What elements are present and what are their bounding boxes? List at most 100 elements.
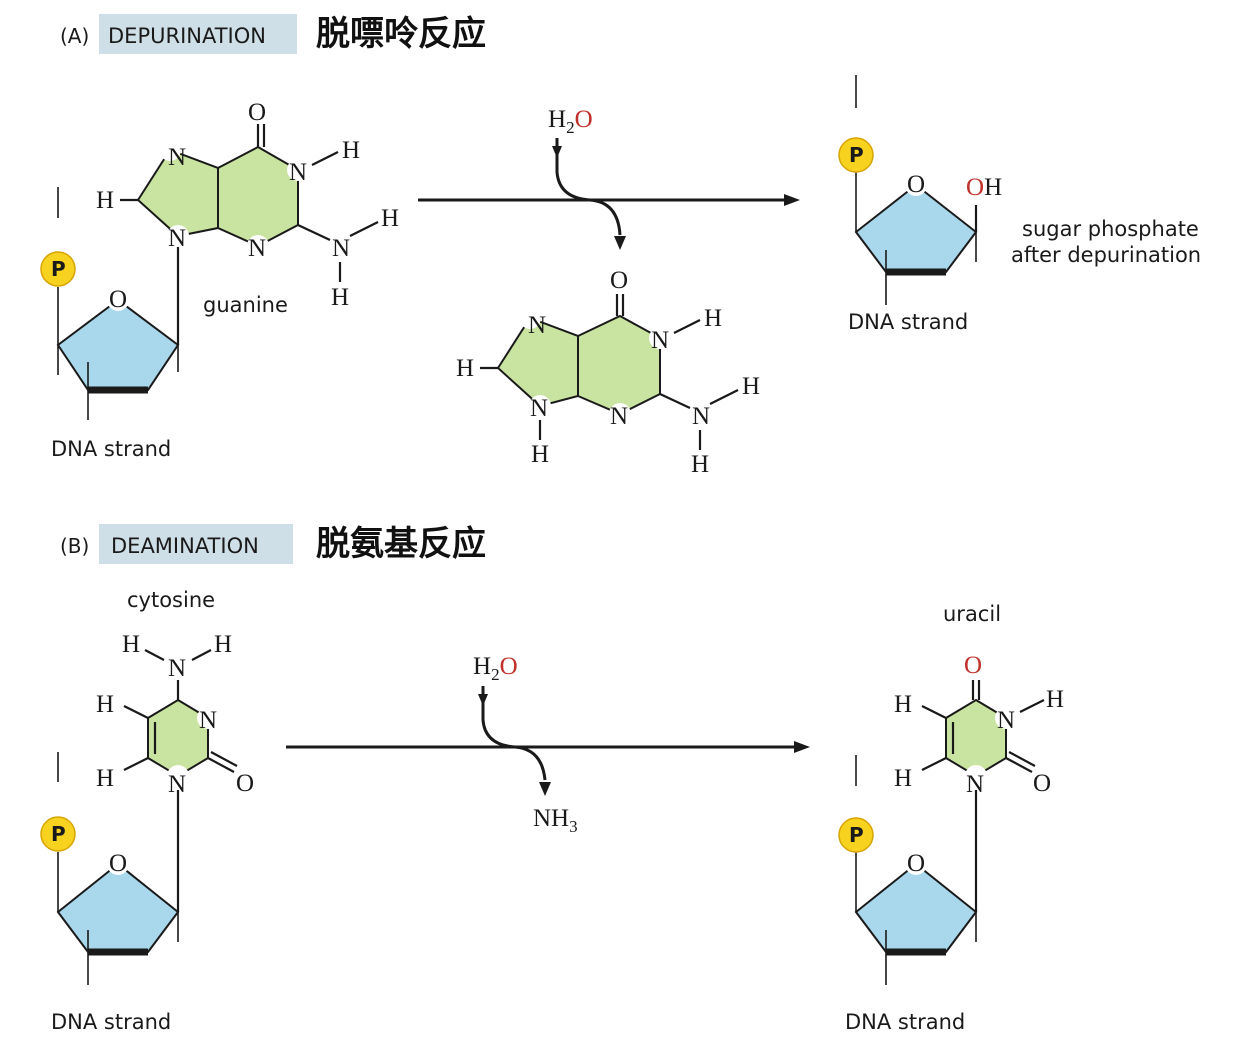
n7-nitrogen: N [168,144,186,171]
product-label-line2: after depurination [1011,243,1201,267]
phosphate-circle [40,816,76,852]
n1-nitrogen: N [966,771,984,798]
amine-bond [659,393,691,409]
n9-nitrogen: N [530,395,548,422]
phosphate-label: P [51,257,66,281]
n9-mask [529,395,551,417]
phosphate-label: P [51,822,66,846]
n1-nitrogen: N [289,159,307,186]
panel-b-strand-label: DNA strand [51,1010,171,1034]
water-label: H2O [473,653,518,684]
panel-b-product-strand-label: DNA strand [845,1010,965,1034]
phosphate-label: P [849,143,864,167]
c5-hydrogen: H [96,691,114,718]
n7-mask [159,139,181,161]
released-guanine: O N H N N H H N N H H [456,267,760,478]
n3-nitrogen: N [199,707,217,734]
amine-hydrogen: H [381,205,399,232]
n1-h-bond [311,151,339,166]
n3-mask [247,235,269,257]
amine-h-bond [144,649,165,661]
n1-h-bond [673,319,701,334]
amine-hydrogen: H [214,631,232,658]
n3-nitrogen: N [248,235,266,262]
panel-b-letter: (B) [60,534,89,558]
panel-b-cytosine-nucleotide: cytosine P O N N O N H H H H DNA strand [40,588,254,1034]
water-curved-arrow [481,686,547,781]
release-arrow-head [539,782,551,796]
n1-mask [649,327,671,349]
phosphate-circle [40,251,76,287]
ring-oxygen-mask [107,289,129,311]
n3-nitrogen: N [610,403,628,430]
n3-mask [995,707,1017,729]
c5-h-bond [921,705,947,719]
c5-hydrogen: H [894,691,912,718]
amine-h-bond [191,649,212,661]
panel-a-tag-box [99,14,297,54]
n3-h-bond [1019,699,1045,713]
panel-a-letter: (A) [60,24,89,48]
carbonyl-oxygen: O [610,267,628,294]
n3-mask [197,707,219,729]
uracil-label: uracil [943,602,1001,626]
water-curved-arrow [555,138,622,236]
phosphate-circle [838,137,874,173]
pyrimidine-ring [577,314,661,416]
pyrimidine-ring [217,145,299,248]
carbonyl-bond [207,757,235,773]
amine-hydrogen: H [331,284,349,311]
carbonyl-bond [210,751,238,767]
n9-mask [167,225,189,247]
n7-nitrogen: N [528,312,546,339]
n1-mask [287,159,309,181]
c2-carbonyl-oxygen: O [1033,770,1051,797]
phosphate-circle [838,817,874,853]
panel-a-chinese-title: 脱嘌呤反应 [316,14,486,54]
c8-hydrogen: H [96,187,114,214]
amine-h-bond [709,389,739,405]
c6-h-bond [123,757,149,771]
water-h: H2O [548,106,593,137]
ring-oxygen-mask [905,853,927,875]
c6-hydrogen: H [96,765,114,792]
n1-mask [965,765,987,787]
n3-hydrogen: H [1046,686,1064,713]
product-label-line1: sugar phosphate [1022,217,1199,241]
c5-h-bond [123,705,149,719]
carbonyl-oxygen: O [248,99,266,126]
main-arrow-head [794,741,810,753]
carbonyl-oxygen: O [236,770,254,797]
panel-b-reaction-arrow: H2O NH3 [286,653,810,836]
amine-h-bond [349,221,379,237]
amine-nitrogen: N [168,655,186,682]
ring-oxygen-mask [905,174,927,196]
amine-bond [297,224,331,241]
amine-hydrogen: H [122,631,140,658]
n1-mask [167,765,189,787]
c8-hydrogen: H [456,355,474,382]
ribose-ring [854,862,978,953]
release-arrow-head [614,236,626,250]
panel-a-product-strand-label: DNA strand [848,310,968,334]
guanine-label: guanine [203,293,288,317]
water-arrow-head [552,146,562,158]
n1-hydrogen: H [342,137,360,164]
panel-b-uracil-nucleotide: uracil P O O N H N O H H DNA strand [838,602,1064,1034]
panel-a-reaction-arrow: H2O [418,106,800,250]
ring-oxygen: O [907,850,925,877]
panel-a-guanine-nucleotide: P O O N H N N H H N N H guanine DNA st [40,99,399,461]
ribose-ring [854,183,978,273]
ammonia-label: NH3 [533,805,578,836]
c4-carbonyl-oxygen: O [964,652,982,679]
n1-hydrogen: H [704,305,722,332]
c2-carbonyl-bond [1005,757,1033,773]
n9-nitrogen: N [168,225,186,252]
ring-oxygen: O [907,171,925,198]
panel-a-strand-label: DNA strand [51,437,171,461]
panel-a-tag: DEPURINATION [108,24,266,48]
c6-hydrogen: H [894,765,912,792]
n3-nitrogen: N [997,707,1015,734]
